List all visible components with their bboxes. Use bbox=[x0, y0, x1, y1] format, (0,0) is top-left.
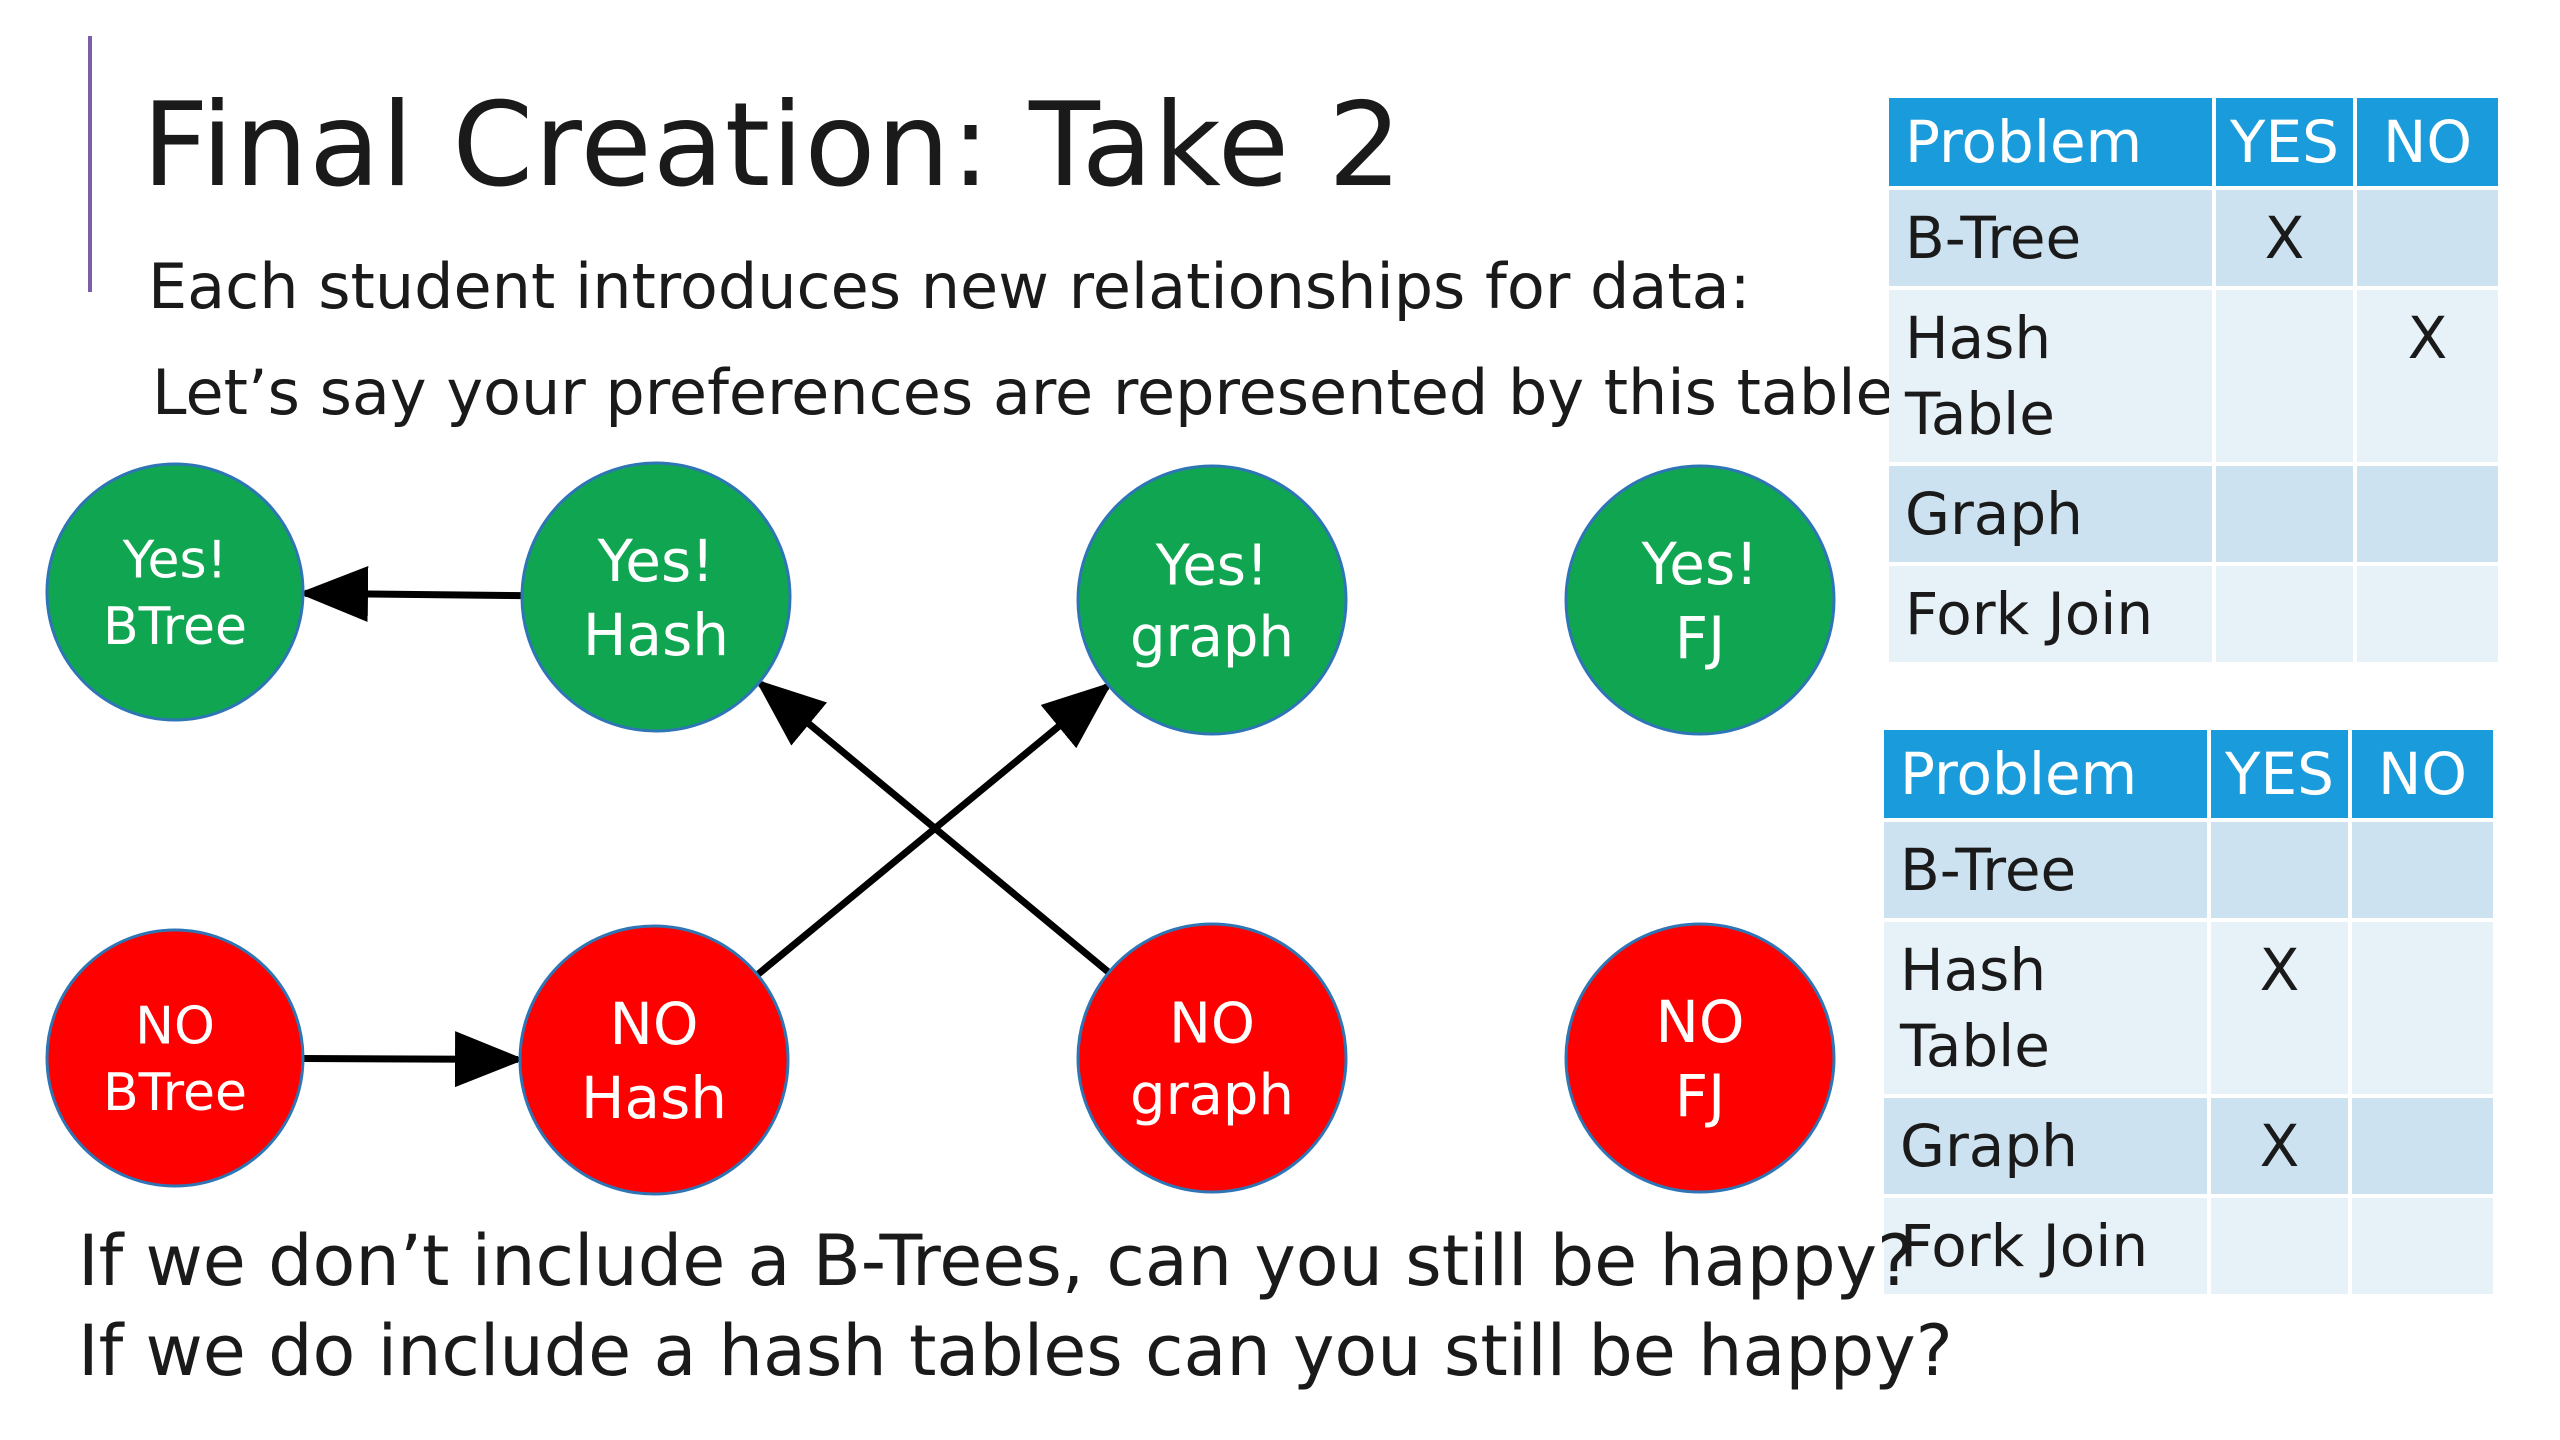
node-circle bbox=[45, 462, 305, 722]
header-problem: Problem bbox=[1889, 98, 2212, 186]
node-circle bbox=[1076, 464, 1348, 736]
node-circle bbox=[520, 461, 792, 733]
cell-problem: Hash Table bbox=[1889, 290, 2212, 462]
cell-no bbox=[2357, 566, 2498, 662]
node-label: NO bbox=[609, 990, 698, 1058]
node-no-btree: NO BTree bbox=[45, 928, 305, 1188]
node-label: BTree bbox=[103, 597, 247, 657]
cell-problem: B-Tree bbox=[1884, 822, 2207, 918]
node-yes-hash: Yes!Hash bbox=[520, 461, 792, 733]
cell-no: X bbox=[2357, 290, 2498, 462]
cell-yes bbox=[2216, 566, 2353, 662]
table-row: Graph bbox=[1889, 466, 2498, 562]
cell-yes bbox=[2216, 466, 2353, 562]
cell-problem: Fork Join bbox=[1884, 1198, 2207, 1294]
node-yes-btree: Yes! BTree bbox=[45, 462, 305, 722]
node-no-graph: NO graph bbox=[1076, 922, 1348, 1194]
cell-yes bbox=[2211, 1198, 2348, 1294]
table-row: Graph X bbox=[1884, 1098, 2493, 1194]
cell-no bbox=[2352, 1098, 2493, 1194]
edge-yes-hash-to-yes-btree bbox=[297, 566, 523, 623]
header-problem: Problem bbox=[1884, 730, 2207, 818]
cell-no bbox=[2352, 922, 2493, 1094]
header-yes: YES bbox=[2211, 730, 2348, 818]
edge-no-hash-to-yes-graph bbox=[755, 682, 1113, 978]
implication-graph: Yes!BTreeYes!HashYes!graphYes!FJNOBTreeN… bbox=[45, 461, 1836, 1196]
node-label: Hash bbox=[583, 601, 729, 669]
node-label: Hash bbox=[581, 1064, 727, 1132]
node-circle bbox=[45, 928, 305, 1188]
cell-problem: Hash Table bbox=[1884, 922, 2207, 1094]
node-label: BTree bbox=[103, 1063, 247, 1123]
node-label: Yes! bbox=[1155, 533, 1269, 598]
node-circle bbox=[518, 924, 790, 1196]
table-row: Fork Join bbox=[1884, 1198, 2493, 1294]
node-label: FJ bbox=[1675, 1062, 1725, 1130]
cell-no bbox=[2357, 190, 2498, 286]
cell-problem: Fork Join bbox=[1889, 566, 2212, 662]
node-circle bbox=[1564, 464, 1836, 736]
cell-problem: Graph bbox=[1884, 1098, 2207, 1194]
node-yes-graph: Yes! graph bbox=[1076, 464, 1348, 736]
table-header-row: Problem YES NO bbox=[1884, 730, 2493, 818]
cell-yes bbox=[2216, 290, 2353, 462]
table-row: Fork Join bbox=[1889, 566, 2498, 662]
nodes-layer: Yes!BTreeYes!HashYes!graphYes!FJNOBTreeN… bbox=[45, 461, 1836, 1196]
cell-problem: B-Tree bbox=[1889, 190, 2212, 286]
table-header-row: Problem YES NO bbox=[1889, 98, 2498, 186]
edge-no-btree-to-no-hash bbox=[302, 1031, 526, 1088]
node-circle bbox=[1076, 922, 1348, 1194]
cell-problem: Graph bbox=[1889, 466, 2212, 562]
cell-yes bbox=[2211, 822, 2348, 918]
node-label: Yes! bbox=[122, 530, 228, 590]
table-row: B-Tree bbox=[1884, 822, 2493, 918]
cell-yes: X bbox=[2216, 190, 2353, 286]
node-label: NO bbox=[1655, 988, 1744, 1056]
node-label: graph bbox=[1130, 605, 1294, 670]
node-yes-fj: Yes!FJ bbox=[1564, 464, 1836, 736]
cell-yes: X bbox=[2211, 922, 2348, 1094]
node-label: NO bbox=[1169, 991, 1255, 1056]
question-1: If we don’t include a B-Trees, can you s… bbox=[78, 1220, 1915, 1302]
question-2: If we do include a hash tables can you s… bbox=[78, 1310, 1953, 1392]
intro-line-2: Let’s say your preferences are represent… bbox=[152, 356, 1915, 429]
cell-no bbox=[2352, 822, 2493, 918]
node-label: Yes! bbox=[597, 527, 715, 595]
table-row: Hash Table X bbox=[1884, 922, 2493, 1094]
header-no: NO bbox=[2352, 730, 2493, 818]
node-circle bbox=[1564, 922, 1836, 1194]
header-no: NO bbox=[2357, 98, 2498, 186]
table-row: B-Tree X bbox=[1889, 190, 2498, 286]
cell-yes: X bbox=[2211, 1098, 2348, 1194]
node-label: graph bbox=[1130, 1063, 1294, 1128]
edges-layer bbox=[297, 566, 1113, 1088]
header-yes: YES bbox=[2216, 98, 2353, 186]
preference-table-1: Problem YES NO B-Tree X Hash Table X Gra… bbox=[1885, 94, 2502, 666]
slide-title: Final Creation: Take 2 bbox=[142, 78, 1403, 213]
accent-bar bbox=[88, 36, 92, 292]
table-row: Hash Table X bbox=[1889, 290, 2498, 462]
cell-no bbox=[2357, 466, 2498, 562]
node-label: NO bbox=[135, 996, 215, 1056]
preference-table-2: Problem YES NO B-Tree Hash Table X Graph… bbox=[1880, 726, 2497, 1298]
node-label: FJ bbox=[1675, 604, 1725, 672]
node-label: Yes! bbox=[1641, 530, 1759, 598]
cell-no bbox=[2352, 1198, 2493, 1294]
intro-line-1: Each student introduces new relationship… bbox=[148, 250, 1751, 323]
